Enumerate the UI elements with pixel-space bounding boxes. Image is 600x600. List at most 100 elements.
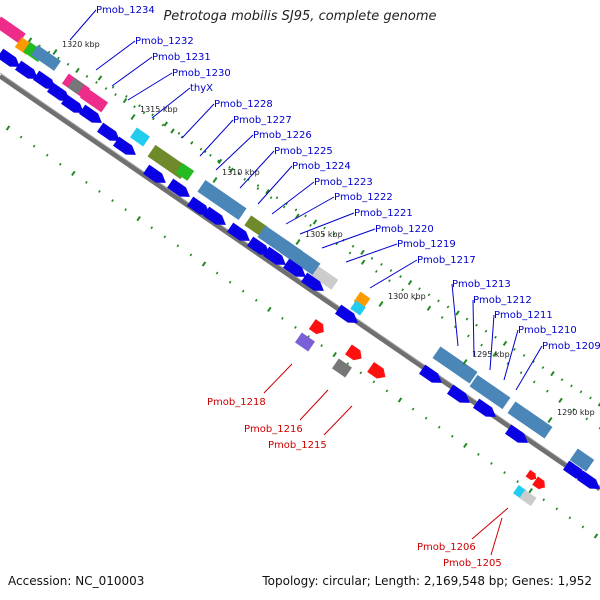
- guide-dot: [111, 199, 114, 202]
- genome-backbone: [0, 73, 600, 492]
- gene-label: Pmob_1217: [417, 255, 476, 266]
- guide-dot: [351, 244, 355, 248]
- gene-arrow: [226, 222, 250, 241]
- guide-dot: [424, 416, 428, 420]
- guide-dot: [465, 317, 469, 321]
- guide-dot: [312, 219, 318, 225]
- scale-label: 1290 kbp: [557, 408, 595, 417]
- gene-label: Pmob_1209: [542, 341, 600, 352]
- guide-dot: [85, 180, 88, 184]
- scale-label: 1300 kbp: [388, 292, 426, 301]
- guide-dot: [27, 37, 33, 43]
- gene-feature-box: [507, 401, 553, 439]
- label-leader-line: [111, 56, 153, 87]
- genome-backbone-highlight: [0, 72, 600, 487]
- scale-tick: [547, 416, 553, 424]
- guide-dot: [104, 87, 108, 90]
- scale-tick: [462, 358, 468, 366]
- guide-dot: [388, 279, 391, 283]
- guide-dot: [572, 408, 576, 412]
- gene-label: Pmob_1232: [135, 36, 194, 47]
- guide-dot: [568, 516, 572, 520]
- gene-feature-box: [350, 300, 366, 316]
- guide-dot: [58, 162, 62, 166]
- guide-dot: [254, 298, 258, 302]
- guide-dot: [241, 289, 245, 293]
- gene-label: Pmob_1205: [443, 558, 502, 569]
- guide-dot: [267, 306, 272, 312]
- guide-dot: [71, 170, 76, 176]
- guide-dot: [32, 144, 36, 148]
- scale-tick: [130, 113, 136, 121]
- gene-feature-box: [311, 266, 339, 290]
- scale-tick: [295, 238, 301, 246]
- guide-dot: [180, 135, 184, 139]
- gene-arrow: [418, 364, 442, 383]
- guide-dot: [335, 242, 339, 246]
- guide-dot: [228, 280, 232, 284]
- guide-dot: [229, 167, 234, 173]
- guide-dot: [282, 205, 286, 209]
- guide-dot: [294, 326, 297, 329]
- scale-label: 1315 kbp: [140, 105, 178, 114]
- gene-arrow: [0, 48, 20, 67]
- guide-dot: [161, 123, 165, 127]
- guide-dot: [294, 208, 298, 212]
- label-leader-line: [263, 363, 293, 394]
- guide-dot: [513, 347, 516, 351]
- label-leader-line: [199, 119, 234, 157]
- guide-dot: [111, 85, 115, 89]
- guide-dot: [480, 343, 483, 347]
- label-leader-line: [471, 507, 509, 540]
- gene-feature-box: [0, 16, 26, 44]
- label-leader-line: [323, 405, 353, 436]
- guide-dot: [477, 452, 480, 456]
- guide-dot: [426, 305, 432, 311]
- gene-feature-box: [67, 77, 85, 95]
- guide-dot: [374, 269, 378, 273]
- gene-label: Pmob_1218: [207, 397, 266, 408]
- guide-dot: [217, 159, 220, 163]
- guide-dot: [597, 401, 600, 407]
- guide-dot: [492, 351, 497, 357]
- gene-label: Pmob_1230: [172, 68, 231, 79]
- guide-dot: [215, 271, 219, 275]
- guide-dot: [5, 125, 11, 131]
- gene-label: thyX: [190, 83, 213, 94]
- gene-feature-box: [432, 346, 478, 384]
- gene-arrow-red: [308, 319, 324, 335]
- guide-dot: [411, 407, 415, 411]
- guide-dot: [203, 150, 207, 154]
- guide-dot: [593, 533, 599, 539]
- gene-arrow: [334, 304, 358, 323]
- guide-dot: [217, 158, 223, 164]
- guide-dot: [414, 297, 418, 301]
- guide-dot: [494, 335, 497, 339]
- guide-dot: [199, 147, 203, 151]
- guide-dot: [237, 172, 241, 175]
- gene-feature-box: [295, 332, 315, 352]
- gene-feature-box: [469, 374, 511, 410]
- gene-label: Pmob_1211: [494, 310, 553, 321]
- guide-dot: [399, 275, 402, 279]
- guide-dot: [95, 81, 98, 84]
- guide-dot: [437, 299, 440, 303]
- guide-dot: [320, 344, 323, 348]
- guide-dot: [581, 525, 585, 529]
- label-leader-line: [369, 259, 418, 289]
- gene-label: Pmob_1231: [152, 52, 211, 63]
- gene-arrow-red: [532, 476, 545, 490]
- guide-dot: [372, 380, 376, 384]
- guide-dot: [570, 384, 573, 388]
- label-leader-line: [181, 103, 215, 139]
- guide-dot: [589, 396, 592, 400]
- guide-dot: [323, 226, 326, 230]
- scale-tick: [52, 48, 58, 56]
- gene-feature-box: [31, 45, 61, 71]
- guide-dot: [437, 425, 441, 429]
- gene-arrow: [14, 60, 38, 79]
- guide-dot: [151, 113, 154, 117]
- gene-arrow: [96, 122, 120, 141]
- guide-dot: [142, 111, 146, 115]
